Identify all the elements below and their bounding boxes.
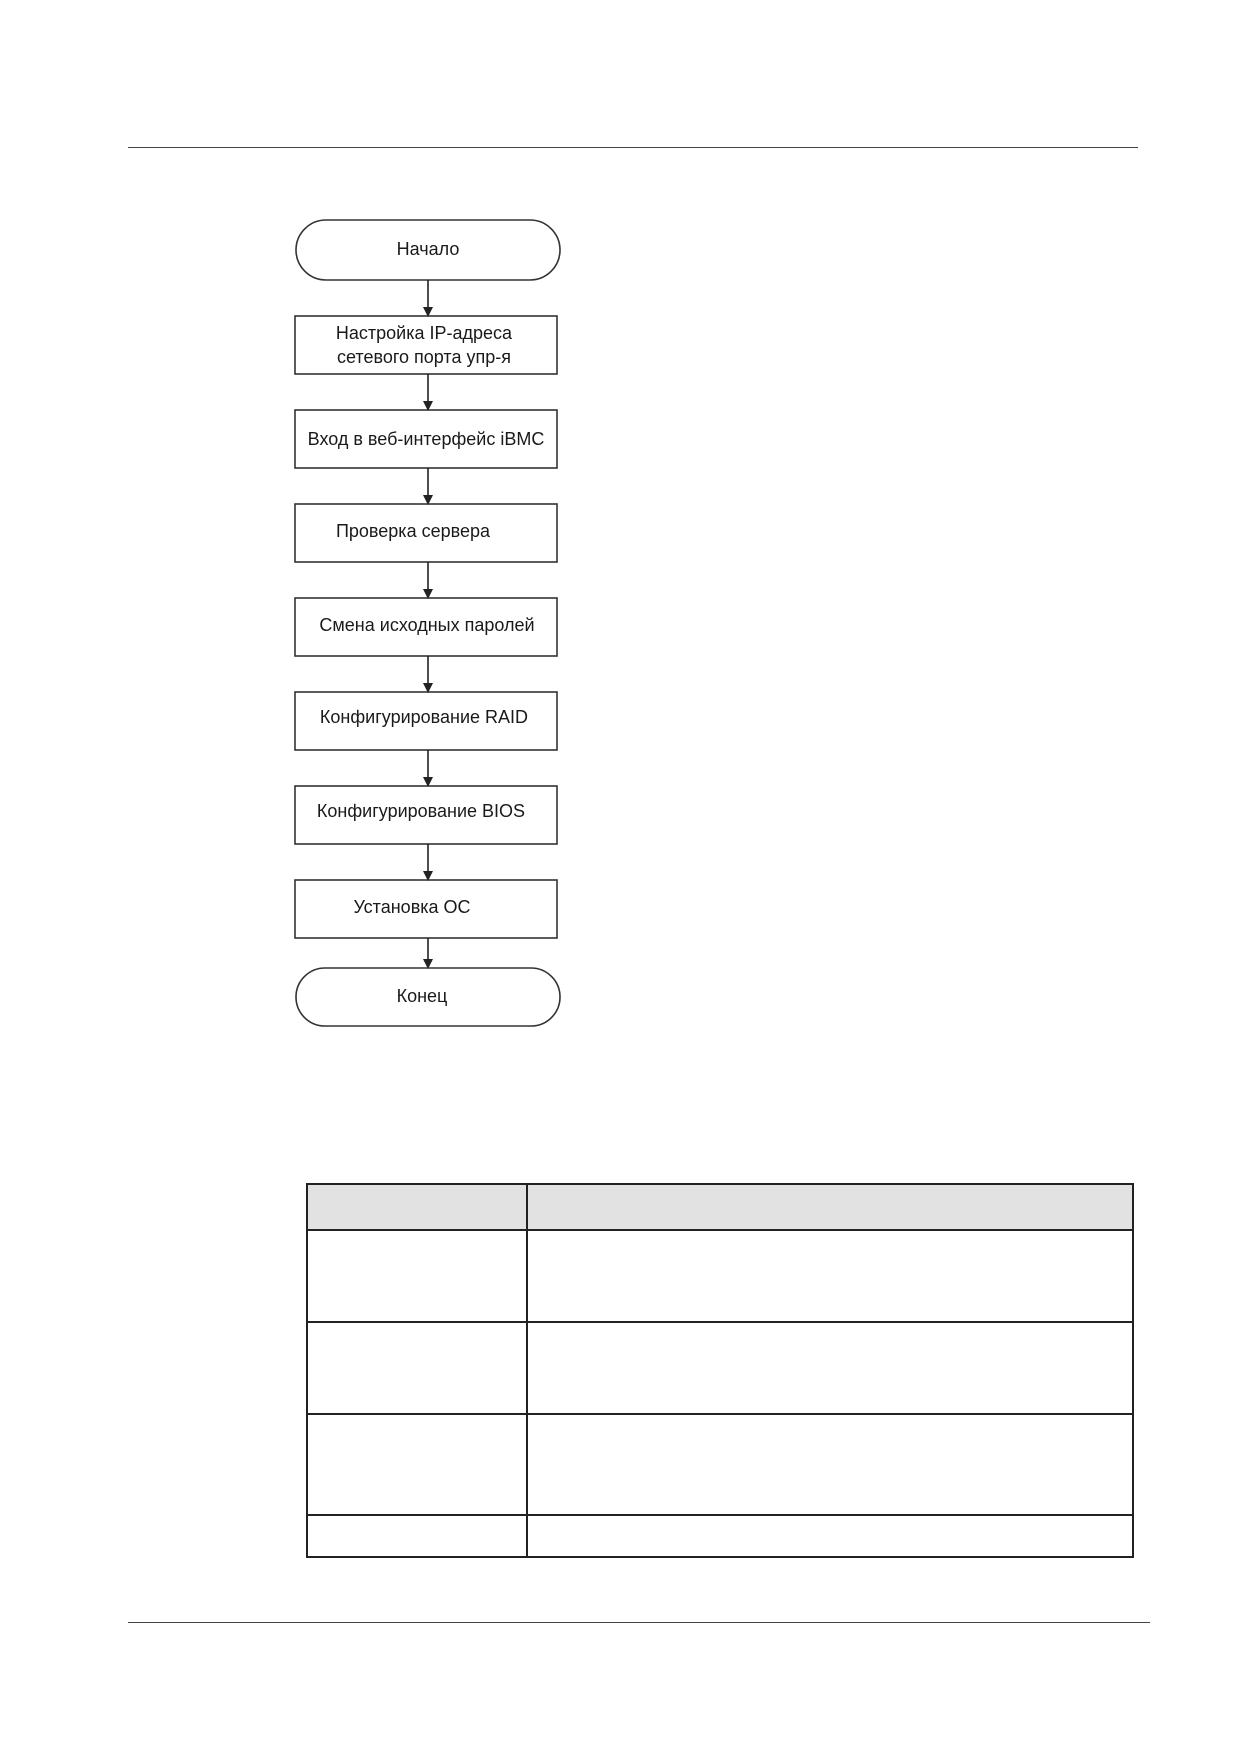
table-cell <box>526 1413 1134 1516</box>
empty-table <box>306 1183 1134 1558</box>
table-header-cell <box>526 1183 1134 1231</box>
table-row <box>306 1413 1134 1516</box>
table-row <box>306 1321 1134 1415</box>
end-terminator: Конец <box>295 967 561 1027</box>
step-ip-config-line-1: Настройка IP-адреса <box>336 323 513 343</box>
start-label: Начало <box>397 239 460 259</box>
step-ibmc-login-label: Вход в веб-интерфейс iBMC <box>308 429 545 449</box>
step-bios-config-label: Конфигурирование BIOS <box>317 801 525 821</box>
header-rule <box>128 147 1138 148</box>
table-header-cell <box>306 1183 528 1231</box>
table-cell <box>306 1413 528 1516</box>
table-row <box>306 1229 1134 1323</box>
flowchart: Начало Настройка IP-адреса сетевого порт… <box>294 219 561 1027</box>
table-header-row <box>306 1183 1134 1231</box>
step-bios-config: Конфигурирование BIOS <box>294 785 558 845</box>
table-cell <box>306 1229 528 1323</box>
table-row <box>306 1514 1134 1558</box>
step-raid-config-label: Конфигурирование RAID <box>320 707 528 727</box>
table-cell <box>526 1514 1134 1558</box>
footer-rule <box>128 1622 1150 1623</box>
table-cell <box>526 1229 1134 1323</box>
step-server-check-label: Проверка сервера <box>336 521 491 541</box>
start-terminator: Начало <box>295 219 561 281</box>
table-cell <box>306 1514 528 1558</box>
step-os-install-label: Установка ОС <box>353 897 470 917</box>
step-ip-config: Настройка IP-адреса сетевого порта упр-я <box>294 315 558 375</box>
step-ibmc-login: Вход в веб-интерфейс iBMC <box>294 409 558 469</box>
step-os-install: Установка ОС <box>294 879 558 939</box>
table-cell <box>306 1321 528 1415</box>
step-ip-config-line-2: сетевого порта упр-я <box>337 347 511 367</box>
step-change-passwords: Смена исходных паролей <box>294 597 558 657</box>
table-cell <box>526 1321 1134 1415</box>
step-change-passwords-label: Смена исходных паролей <box>319 615 534 635</box>
step-server-check: Проверка сервера <box>294 503 558 563</box>
end-label: Конец <box>397 986 448 1006</box>
step-raid-config: Конфигурирование RAID <box>294 691 558 751</box>
